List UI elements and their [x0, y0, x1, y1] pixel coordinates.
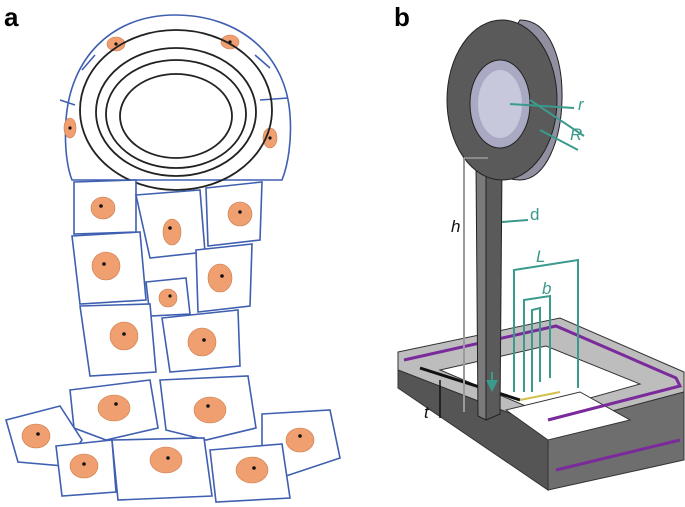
dimension-annotations: r R d h L b t	[424, 95, 585, 422]
cumulus-cells	[5, 179, 341, 503]
oocyte	[119, 73, 233, 159]
dim-label-R: R	[570, 125, 582, 144]
panel-b-label: b	[394, 2, 410, 32]
dim-label-L: L	[536, 247, 545, 266]
cantilever-stalk	[475, 159, 503, 421]
panel-a-label: a	[4, 2, 19, 32]
dim-label-r: r	[578, 95, 585, 114]
dim-label-d: d	[530, 205, 539, 224]
oocyte-complex	[59, 14, 292, 191]
panel-b: b	[394, 2, 685, 491]
panel-a: a	[4, 2, 341, 503]
dim-label-t: t	[424, 403, 430, 422]
zona-outer-ring	[79, 29, 273, 191]
dim-label-b: b	[542, 279, 551, 298]
hemispherical-cup	[446, 19, 563, 181]
dim-label-h: h	[451, 217, 460, 236]
